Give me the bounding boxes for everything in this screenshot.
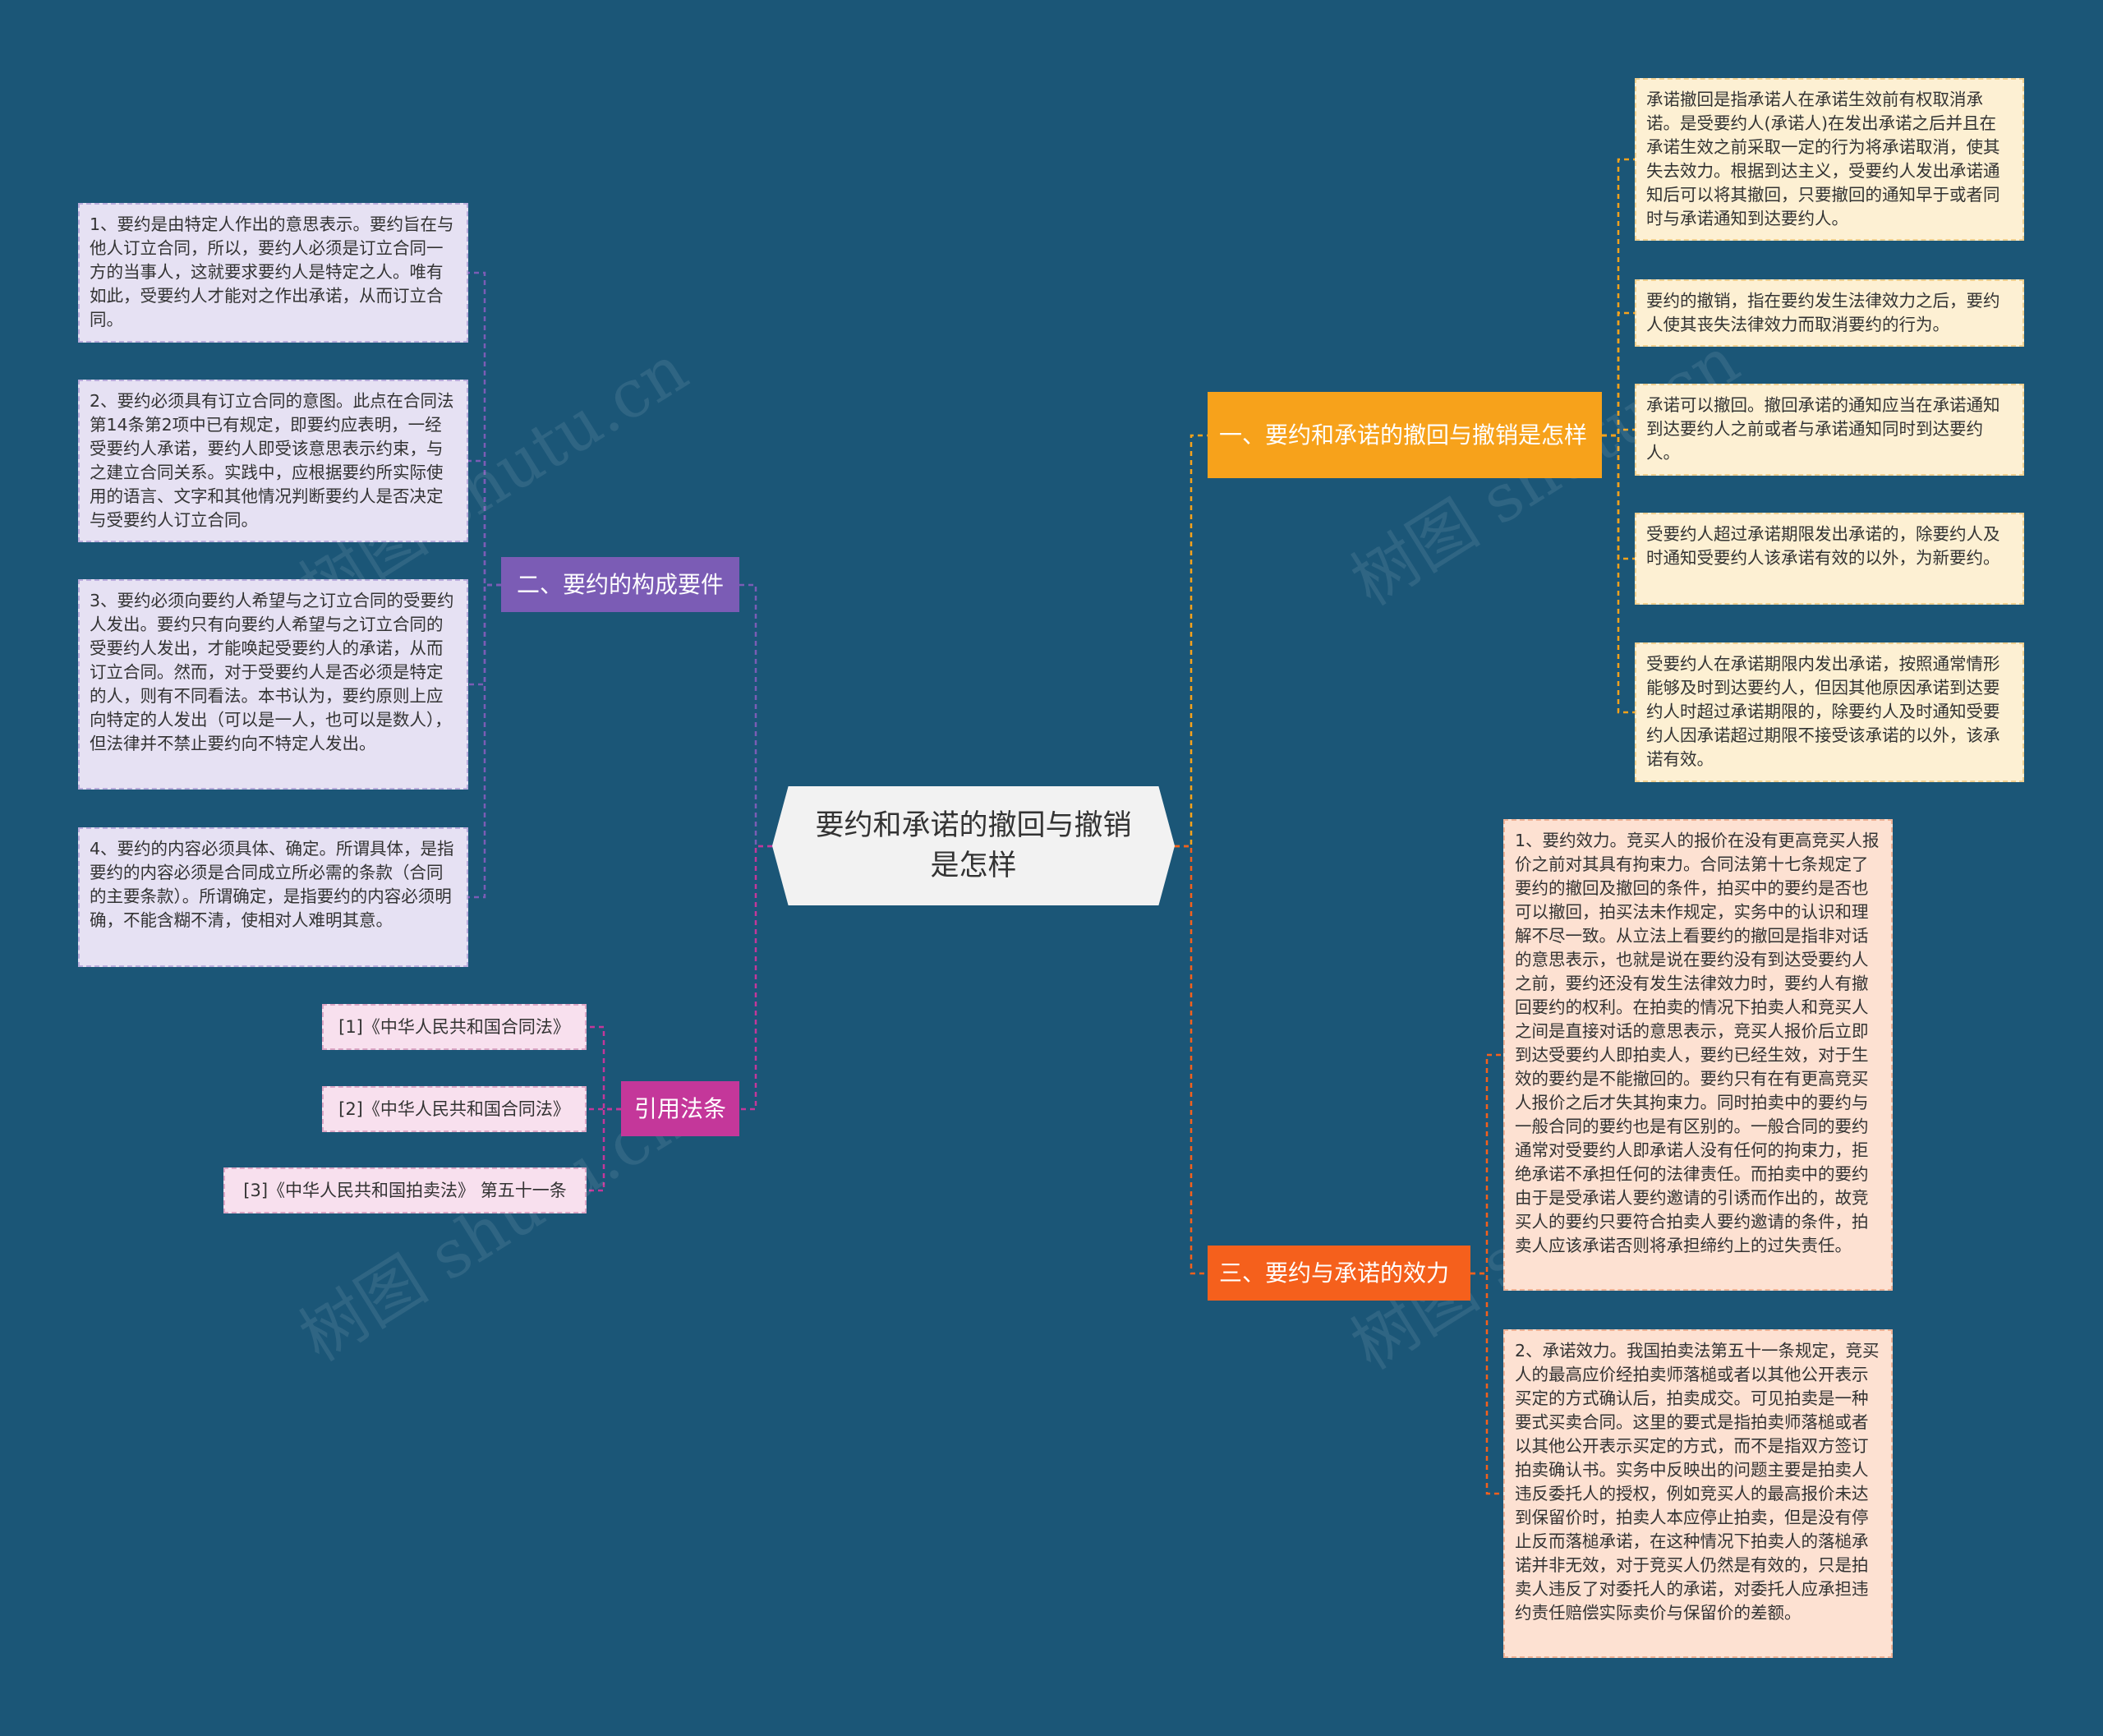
link-branch3-leaf-1 xyxy=(587,1025,621,1111)
link-center-branch4 xyxy=(1175,845,1208,1275)
branch-cited-laws[interactable]: 引用法条 xyxy=(621,1081,739,1136)
leaf-offer-element-1: 1、要约是由特定人作出的意思表示。要约旨在与他人订立合同，所以，要约人必须是订立… xyxy=(78,203,468,343)
link-branch2-leaf-4 xyxy=(468,583,501,899)
leaf-law-1: [1]《中华人民共和国合同法》 xyxy=(322,1004,587,1050)
link-branch1-leaf-5 xyxy=(1602,434,1635,714)
link-center-branch1 xyxy=(1175,434,1208,848)
leaf-delayed-acceptance: 受要约人在承诺期限内发出承诺，按照通常情形能够及时到达要约人，但因其他原因承诺到… xyxy=(1635,642,2024,782)
link-branch4-leaf-2 xyxy=(1470,1272,1503,1495)
leaf-offer-element-4: 4、要约的内容必须具体、确定。所谓具体，是指要约的内容必须是合同成立所必需的条款… xyxy=(78,827,468,967)
leaf-law-3: [3]《中华人民共和国拍卖法》 第五十一条 xyxy=(223,1167,587,1213)
link-branch2-leaf-2 xyxy=(468,459,501,587)
link-branch3-leaf-3 xyxy=(587,1107,621,1192)
link-branch2-leaf-1 xyxy=(468,271,501,587)
leaf-late-acceptance: 受要约人超过承诺期限发出承诺的，除要约人及时通知受要约人该承诺有效的以外，为新要… xyxy=(1635,513,2024,605)
link-branch1-leaf-1 xyxy=(1602,158,1635,437)
leaf-law-2: [2]《中华人民共和国合同法》 xyxy=(322,1086,587,1132)
link-center-branch3 xyxy=(739,845,772,1111)
central-topic[interactable]: 要约和承诺的撤回与撤销是怎样 xyxy=(772,786,1175,905)
leaf-acceptance-withdrawal: 承诺撤回是指承诺人在承诺生效前有权取消承诺。是受要约人(承诺人)在发出承诺之后并… xyxy=(1635,78,2024,241)
leaf-offer-revocation: 要约的撤销，指在要约发生法律效力之后，要约人使其丧失法律效力而取消要约的行为。 xyxy=(1635,279,2024,347)
branch-withdrawal-revocation[interactable]: 一、要约和承诺的撤回与撤销是怎样 xyxy=(1208,392,1602,478)
branch-offer-elements[interactable]: 二、要约的构成要件 xyxy=(501,557,739,612)
leaf-acceptance-can-withdraw: 承诺可以撤回。撤回承诺的通知应当在承诺通知到达要约人之前或者与承诺通知同时到达要… xyxy=(1635,384,2024,476)
link-center-branch2 xyxy=(739,583,772,848)
leaf-offer-element-2: 2、要约必须具有订立合同的意图。此点在合同法第14条第2项中已有规定，即要约应表… xyxy=(78,380,468,542)
leaf-acceptance-effect: 2、承诺效力。我国拍卖法第五十一条规定，竞买人的最高应价经拍卖师落槌或者以其他公… xyxy=(1503,1329,1893,1658)
leaf-offer-effect: 1、要约效力。竞买人的报价在没有更高竞买人报价之前对其具有拘束力。合同法第十七条… xyxy=(1503,819,1893,1291)
branch-effect[interactable]: 三、要约与承诺的效力 xyxy=(1208,1246,1470,1301)
link-branch1-leaf-3 xyxy=(1602,428,1635,437)
leaf-offer-element-3: 3、要约必须向要约人希望与之订立合同的受要约人发出。要约只有向要约人希望与之订立… xyxy=(78,579,468,790)
link-branch4-leaf-1 xyxy=(1470,1053,1503,1275)
link-branch1-leaf-4 xyxy=(1602,434,1635,560)
link-branch1-leaf-2 xyxy=(1602,311,1635,437)
